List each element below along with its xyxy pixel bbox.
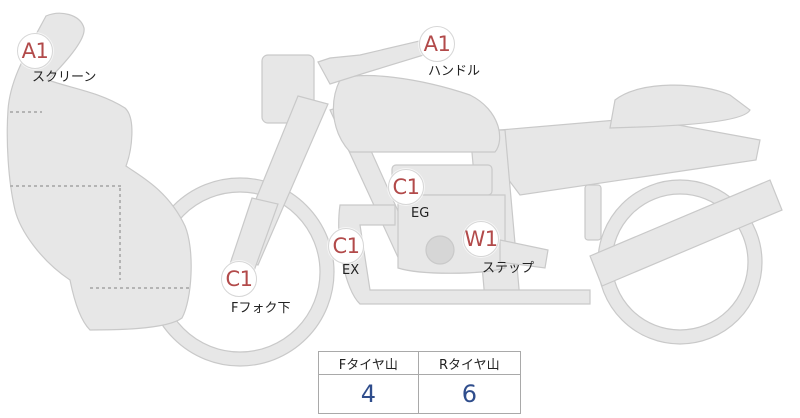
header-rear-tire: Rタイヤ山 <box>417 351 522 375</box>
label-ffork: Fフォク下 <box>231 301 291 316</box>
tire-tread-value-row: 4 6 <box>318 374 522 414</box>
label-screen: スクリーン <box>32 70 97 85</box>
marker-step[interactable]: W1 <box>463 221 499 257</box>
fuel-tank <box>332 75 501 153</box>
marker-handle-code: A1 <box>423 32 451 56</box>
label-eg: EG <box>411 206 430 221</box>
marker-screen-code: A1 <box>21 39 49 63</box>
tire-tread-table: Fタイヤ山 Rタイヤ山 4 6 <box>318 351 522 414</box>
header-front-tire: Fタイヤ山 <box>318 351 419 375</box>
label-step: ステップ <box>482 261 535 276</box>
marker-eg[interactable]: C1 <box>388 169 424 205</box>
step-bracket <box>499 239 549 269</box>
front-fairing <box>6 12 192 331</box>
value-rear-tire: 6 <box>417 374 522 414</box>
marker-screen[interactable]: A1 <box>17 33 53 69</box>
marker-ex-code: C1 <box>332 234 360 258</box>
rear-shock <box>584 184 602 241</box>
fairing-panel-lines <box>10 111 190 289</box>
marker-handle[interactable]: A1 <box>419 26 455 62</box>
label-handle: ハンドル <box>428 64 481 79</box>
label-ex: EX <box>342 263 360 278</box>
seat <box>609 84 751 129</box>
marker-ffork[interactable]: C1 <box>221 261 257 297</box>
marker-ex[interactable]: C1 <box>328 228 364 264</box>
tire-tread-header-row: Fタイヤ山 Rタイヤ山 <box>318 351 522 375</box>
marker-step-code: W1 <box>464 227 498 251</box>
engine-cover <box>425 235 455 265</box>
marker-eg-code: C1 <box>392 175 420 199</box>
value-front-tire: 4 <box>318 374 419 414</box>
tail-frame <box>499 117 761 196</box>
marker-ffork-code: C1 <box>225 267 253 291</box>
swing-arm <box>589 179 783 287</box>
